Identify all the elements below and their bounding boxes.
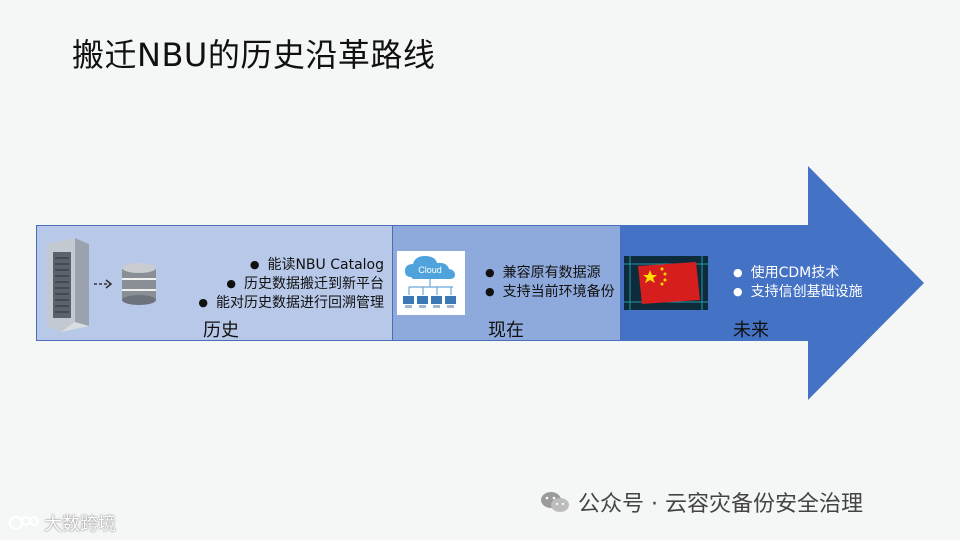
cloud-label: Cloud — [418, 265, 442, 275]
stage-history-bullets: 能读NBU Catalog 历史数据搬迁到新平台 能对历史数据进行回溯管理 — [198, 256, 384, 313]
footer-text: 公众号 · 云容灾备份安全治理 — [578, 492, 863, 517]
flag-chip-icon — [624, 256, 708, 310]
stage-history: 能读NBU Catalog 历史数据搬迁到新平台 能对历史数据进行回溯管理 — [36, 225, 393, 341]
watermark-text: 大数跨境 — [44, 514, 116, 535]
stage-now-label: 现在 — [488, 320, 524, 341]
server-rack-icon — [47, 238, 89, 332]
bullet: 支持当前环境备份 — [485, 283, 615, 302]
bullet: 支持信创基础设施 — [733, 283, 863, 302]
bullet: 能对历史数据进行回溯管理 — [198, 294, 384, 313]
bullet: 能读NBU Catalog — [198, 256, 384, 275]
stage-future-bullets: 使用CDM技术 支持信创基础设施 — [733, 264, 863, 302]
footer: 公众号 · 云容灾备份安全治理 — [540, 486, 863, 518]
cloud-network-icon: Cloud — [397, 251, 465, 315]
bullet: 使用CDM技术 — [733, 264, 863, 283]
watermark-logo-icon — [9, 516, 39, 530]
bullet: 历史数据搬迁到新平台 — [198, 275, 384, 294]
watermark: 大数跨境 — [8, 510, 116, 536]
page-title: 搬迁NBU的历史沿革路线 — [72, 36, 436, 74]
bullet: 兼容原有数据源 — [485, 264, 615, 283]
database-icon — [94, 263, 156, 305]
stage-history-label: 历史 — [203, 320, 239, 341]
stage-now-bullets: 兼容原有数据源 支持当前环境备份 — [485, 264, 615, 302]
stage-future-label: 未来 — [733, 320, 769, 341]
wechat-icon — [541, 492, 569, 512]
